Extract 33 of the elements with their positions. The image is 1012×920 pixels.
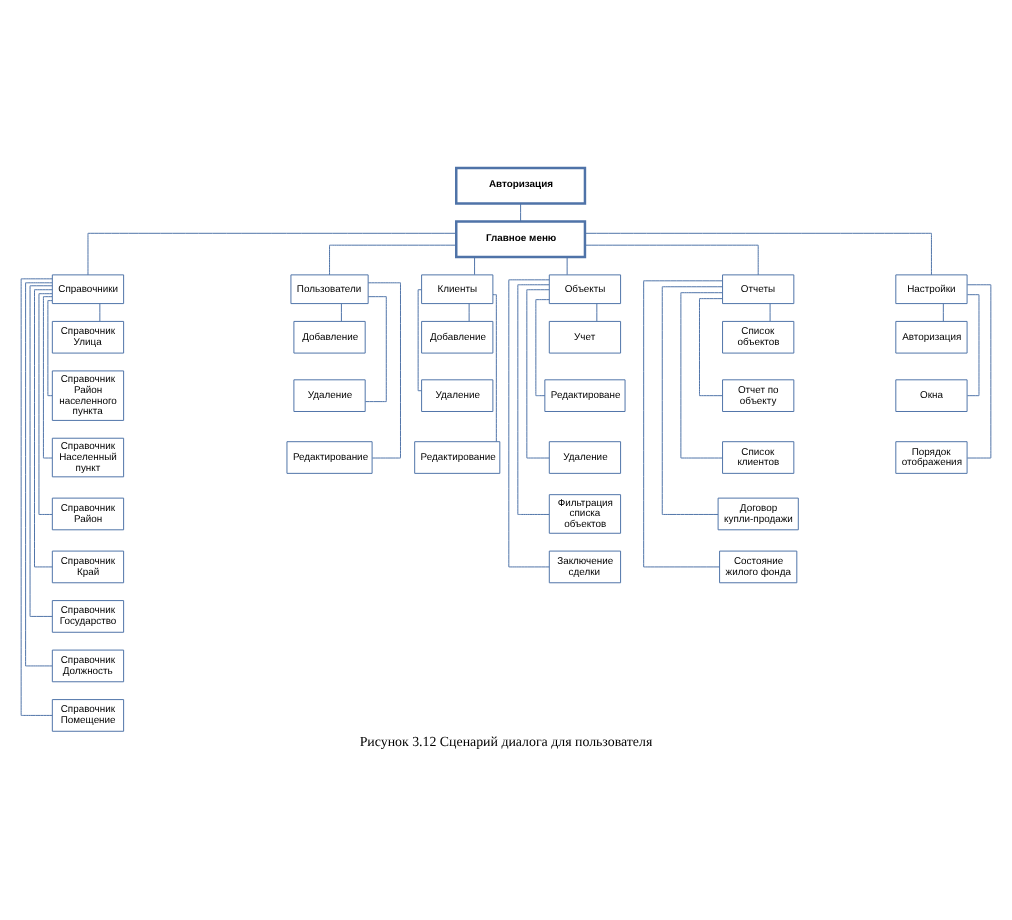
connector	[699, 297, 723, 396]
connector	[769, 302, 771, 321]
connector	[942, 302, 944, 321]
connector	[340, 302, 342, 321]
connector	[87, 231, 457, 275]
connector	[526, 288, 550, 458]
connector	[584, 243, 759, 275]
connector	[535, 298, 550, 396]
connector	[367, 281, 401, 458]
connector	[20, 277, 53, 715]
connector	[520, 202, 522, 221]
connector	[38, 292, 53, 514]
connector	[365, 295, 387, 402]
connector	[329, 243, 457, 275]
connector	[566, 255, 568, 275]
connector	[508, 278, 550, 567]
connector	[99, 302, 101, 321]
connector	[643, 279, 723, 567]
connector	[34, 288, 53, 567]
connector	[474, 255, 476, 275]
connector	[517, 283, 550, 514]
connector	[661, 285, 723, 514]
connector	[680, 291, 723, 458]
connector	[966, 293, 980, 396]
connector	[492, 293, 497, 442]
connector	[25, 281, 53, 666]
connector	[47, 299, 53, 396]
connector	[42, 295, 53, 458]
connector	[584, 231, 932, 275]
connector	[29, 284, 53, 616]
connector	[596, 302, 598, 321]
connector	[417, 288, 422, 391]
connector	[468, 302, 470, 321]
